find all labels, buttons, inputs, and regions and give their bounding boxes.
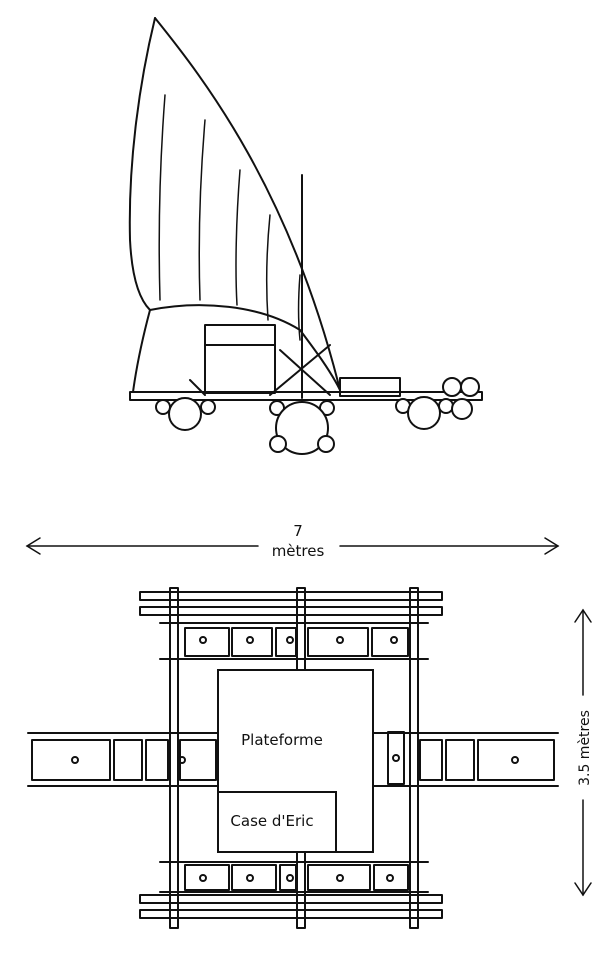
cabin-side [204, 324, 276, 394]
width-unit: mètres [272, 542, 325, 560]
floats-center [269, 400, 335, 455]
deck [129, 391, 483, 401]
platform-label: Plateforme [241, 731, 323, 749]
width-value: 7 [293, 522, 303, 540]
sail [128, 17, 341, 393]
cabin-label: Case d'Eric [230, 812, 313, 830]
float-row-top [159, 622, 429, 660]
raft-plan-view: Plateforme Case d'Eric [27, 587, 559, 929]
raft-side-view [128, 17, 483, 455]
outrigger-left [27, 732, 219, 787]
height-dimension: 3.5 mètres [574, 608, 593, 897]
float-row-bottom [159, 861, 429, 893]
width-dimension: 7 mètres [25, 522, 560, 560]
height-label: 3.5 mètres [577, 710, 593, 786]
cabin [217, 791, 337, 853]
floats-right [395, 377, 480, 430]
outrigger-right [372, 731, 559, 787]
floats-left [155, 397, 216, 431]
